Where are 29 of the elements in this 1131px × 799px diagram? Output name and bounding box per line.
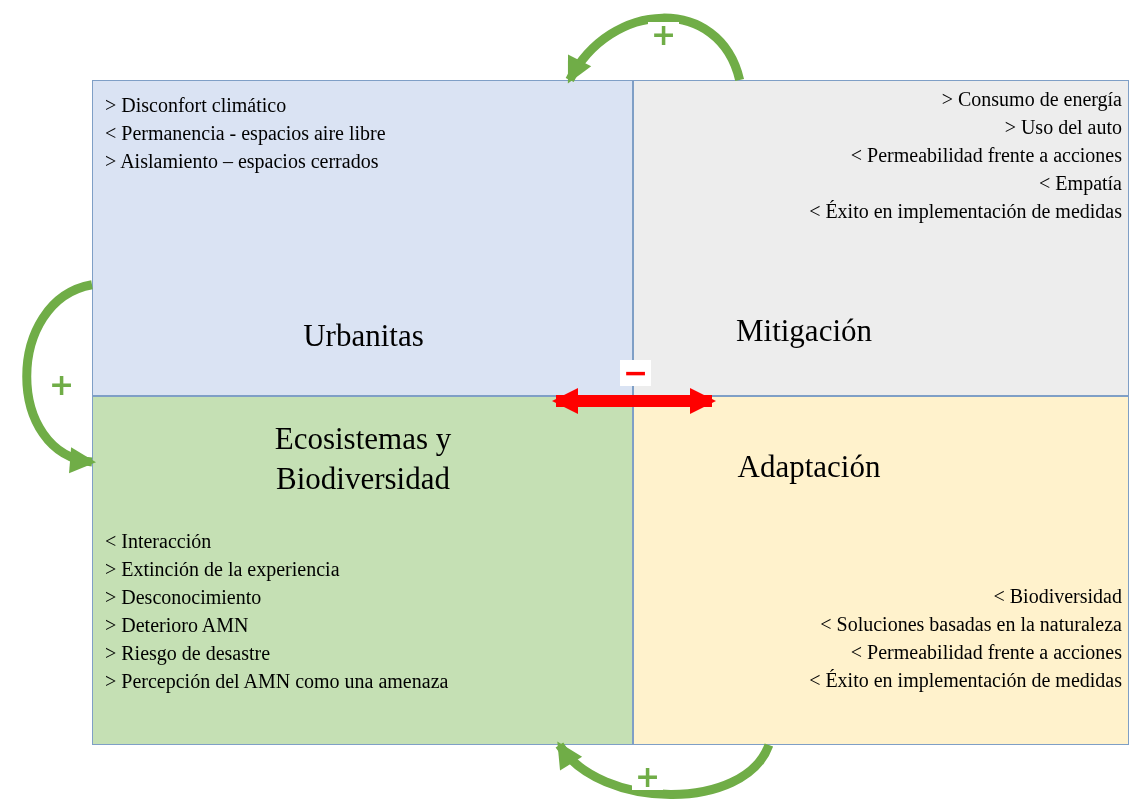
quadrant-title: Urbanitas bbox=[302, 317, 425, 355]
list-item: < Biodiversidad bbox=[992, 584, 1122, 609]
list-item: < Interacción bbox=[105, 529, 213, 554]
quadrant-title: Mitigación bbox=[734, 312, 873, 350]
list-item: < Permeabilidad frente a acciones bbox=[849, 143, 1122, 168]
list-item: < Permanencia - espacios aire libre bbox=[105, 121, 386, 147]
quadrant-panel bbox=[92, 396, 633, 745]
list-item: < Éxito en implementación de medidas bbox=[809, 199, 1122, 225]
list-item: < Empatía bbox=[1038, 171, 1122, 197]
list-item: > Extinción de la experiencia bbox=[105, 557, 341, 583]
list-item: < Éxito en implementación de medidas bbox=[809, 668, 1122, 694]
quadrant-title: Ecosistemas y Biodiversidad bbox=[273, 420, 453, 498]
list-item: < Permeabilidad frente a acciones bbox=[849, 640, 1122, 665]
list-item: > Desconocimiento bbox=[105, 585, 263, 610]
list-item: > Percepción del AMN como una amenaza bbox=[105, 669, 449, 695]
edge-label: + bbox=[648, 22, 680, 48]
list-item: > Riesgo de desastre bbox=[105, 641, 272, 667]
list-item: > Deterioro AMN bbox=[105, 613, 250, 638]
list-item: > Disconfort climático bbox=[105, 93, 288, 118]
list-item: > Aislamiento – espacios cerrados bbox=[105, 149, 380, 175]
curved-arrow bbox=[555, 741, 773, 799]
list-item: > Uso del auto bbox=[1003, 115, 1122, 140]
list-item: < Soluciones basadas en la naturaleza bbox=[819, 612, 1122, 637]
edge-label: − bbox=[620, 360, 652, 386]
quadrant-title: Adaptación bbox=[736, 448, 882, 486]
quadrant-panel bbox=[633, 396, 1129, 745]
double-arrow bbox=[552, 388, 716, 414]
list-item: > Consumo de energía bbox=[940, 87, 1122, 113]
curved-arrow bbox=[565, 13, 744, 84]
